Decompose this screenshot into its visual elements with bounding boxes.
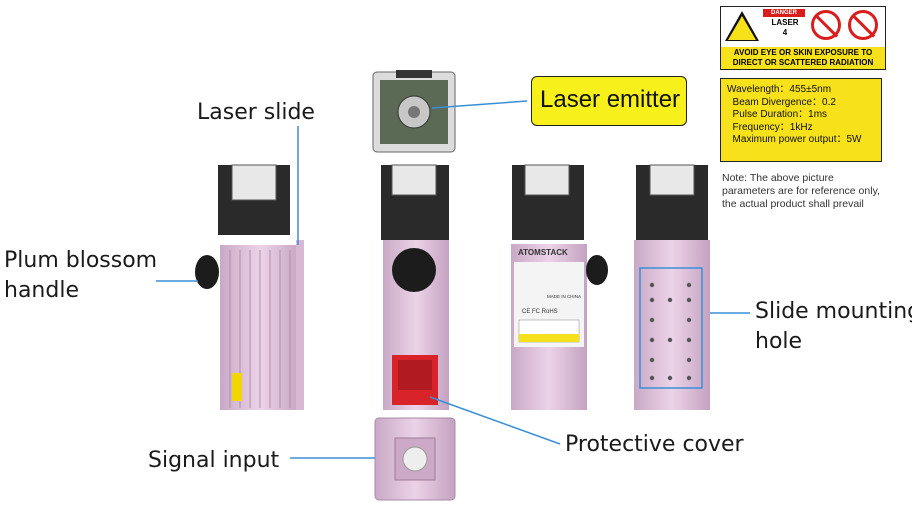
no-eye-exposure-icon — [811, 10, 841, 40]
leader-lines — [156, 100, 750, 459]
made-in-label: MADE IN CHINA — [547, 294, 582, 299]
callout-plum-line1: Plum blossom — [4, 248, 158, 273]
spec-beam-divergence: Beam Divergence：0.2 — [727, 96, 836, 108]
laser-specs-box: Wavelength：455±5nm Beam Divergence：0.2 P… — [720, 78, 882, 162]
laser-class-line1: LASER — [771, 18, 799, 27]
warning-line2: DIRECT OR SCATTERED RADIATION — [732, 58, 874, 67]
callout-slide-mounting-hole: Slide mounting hole — [755, 297, 912, 357]
spec-pulse-duration: Pulse Duration：1ms — [727, 109, 828, 120]
reference-note: Note: The above picture parameters are f… — [722, 172, 880, 210]
spec-wavelength: Wavelength：455±5nm — [727, 84, 832, 95]
callout-signal-input: Signal input — [148, 448, 280, 473]
spec-frequency: Frequency：1kHz — [727, 121, 813, 133]
module-back-view — [634, 164, 710, 410]
callout-slide-line2: hole — [755, 329, 803, 354]
laser-class: LASER 4 — [765, 18, 805, 38]
warning-line1: AVOID EYE OR SKIN EXPOSURE TO — [733, 48, 873, 57]
laser-class-line2: 4 — [782, 28, 788, 37]
spec-max-power: Maximum power output：5W — [727, 134, 862, 145]
signal-input-image — [374, 417, 456, 501]
danger-header: DANGER — [763, 9, 805, 17]
module-front-view — [381, 164, 449, 410]
module-side-view — [195, 164, 304, 410]
no-skin-exposure-icon — [848, 10, 878, 40]
danger-warning-text: AVOID EYE OR SKIN EXPOSURE TO DIRECT OR … — [721, 47, 885, 69]
cert-marks: CE FC RoHS — [522, 309, 558, 315]
callout-plum-blossom-handle: Plum blossom handle — [4, 246, 157, 306]
callout-plum-line2: handle — [4, 278, 79, 303]
callout-laser-emitter: Laser emitter — [531, 76, 687, 126]
module-label-view — [511, 164, 608, 410]
callout-laser-slide: Laser slide — [197, 100, 315, 125]
laser-warning-icon-inner — [728, 16, 756, 40]
brand-label: ATOMSTACK — [518, 248, 568, 257]
callout-protective-cover: Protective cover — [565, 432, 744, 457]
laser-emitter-image — [372, 70, 456, 153]
callout-slide-line1: Slide mounting — [755, 299, 912, 324]
danger-warning-label: DANGER LASER 4 AVOID EYE OR SKIN EXPOSUR… — [720, 6, 886, 70]
